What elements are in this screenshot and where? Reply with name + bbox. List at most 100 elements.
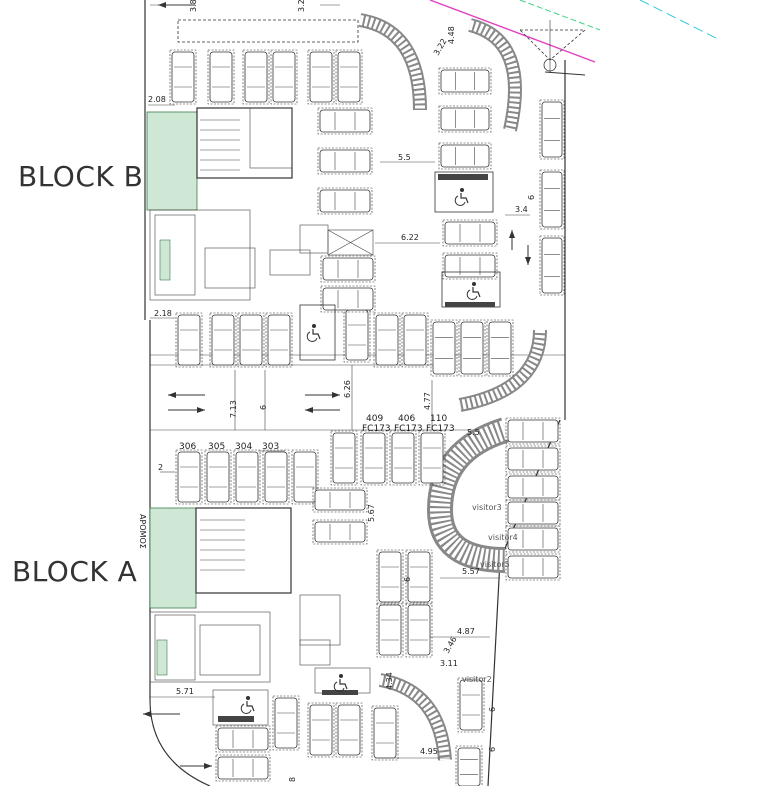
parking-space <box>242 49 270 105</box>
ramp-top <box>358 13 522 132</box>
parking-space <box>371 705 399 761</box>
dim-label: 6.22 <box>401 233 419 242</box>
parking-space <box>376 549 404 605</box>
parking-space <box>373 312 401 368</box>
dim-label: 8 <box>288 777 297 782</box>
dim-label: 6.26 <box>343 380 352 398</box>
accessible-parking-icon <box>454 188 469 206</box>
dim-label: 4.34 <box>385 672 394 690</box>
dim-label: 5.5 <box>398 153 411 162</box>
parking-space <box>207 49 235 105</box>
dim-label: 6 <box>527 195 536 200</box>
dim-label: 6 <box>488 747 497 752</box>
landscape-area-b <box>146 111 198 211</box>
dim-label: 6 <box>259 405 268 410</box>
fc-label: FC173 <box>362 424 391 434</box>
visitor-labels: visitor3 visitor4 visitor5 visitor2 <box>462 503 518 684</box>
dim-label: 2.08 <box>148 95 166 104</box>
traffic-arrow-icon <box>168 407 205 413</box>
parking-space <box>204 449 232 505</box>
traffic-arrow-icon <box>180 763 212 769</box>
parking-space <box>438 67 492 95</box>
parking-space <box>320 285 376 313</box>
visitor-label: visitor3 <box>472 503 502 512</box>
dim-label: 4.87 <box>457 627 475 636</box>
visitor-label: visitor4 <box>488 533 518 542</box>
parking-space <box>317 147 373 175</box>
parking-space <box>237 312 265 368</box>
parking-space <box>335 49 363 105</box>
traffic-arrow-icon <box>168 392 205 398</box>
ramp-bottom <box>378 673 452 761</box>
parking-space <box>418 430 446 486</box>
parking-space <box>455 745 483 786</box>
parking-space <box>376 602 404 658</box>
space-number: 409 <box>366 414 383 424</box>
parking-space <box>262 449 290 505</box>
service-core-a <box>149 507 371 726</box>
fc-label: FC173 <box>394 424 423 434</box>
parking-space <box>312 487 368 513</box>
dimension-lines <box>148 4 530 759</box>
parking-space <box>330 430 358 486</box>
ramp-mid <box>426 329 547 573</box>
parking-space <box>265 312 293 368</box>
space-labels: 306 305 304 303 409 406 110 FC173 FC173 … <box>179 414 455 452</box>
parking-space <box>317 107 373 135</box>
traffic-arrow-icon <box>143 711 180 717</box>
north-arrow-icon <box>519 20 587 72</box>
parking-space <box>307 49 335 105</box>
parking-space <box>343 307 371 363</box>
parking-space <box>539 99 565 160</box>
parking-space <box>430 319 458 377</box>
parking-space <box>458 319 486 377</box>
parking-space <box>405 602 433 658</box>
traffic-arrow-icon <box>305 407 340 413</box>
dim-label: 3.46 <box>442 635 459 655</box>
visitor-label: visitor5 <box>480 560 510 569</box>
stair-a <box>200 519 245 571</box>
parking-space <box>270 49 298 105</box>
parking-space <box>539 235 565 296</box>
traffic-arrow-icon <box>305 392 340 398</box>
parking-space <box>291 449 319 505</box>
accessible-bays <box>240 171 501 714</box>
accessible-parking-icon <box>240 696 255 714</box>
parking-space <box>175 312 203 368</box>
parking-space <box>438 142 492 170</box>
parking-space <box>215 725 271 753</box>
dim-label: 5.5 <box>467 428 480 437</box>
space-number: 304 <box>235 442 252 452</box>
parking-space <box>401 312 429 368</box>
parking-space <box>505 445 561 473</box>
property-boundary <box>429 0 721 76</box>
dim-label: 3.11 <box>440 659 458 668</box>
parking-space <box>215 754 271 782</box>
parking-space <box>505 525 561 553</box>
dim-label: 5.57 <box>462 567 480 576</box>
visitor-label: visitor2 <box>462 675 492 684</box>
space-number: 110 <box>430 414 447 424</box>
space-number: 306 <box>179 442 196 452</box>
dim-label: 6 <box>488 707 497 712</box>
stair-b <box>200 119 240 171</box>
parking-space <box>505 473 561 501</box>
landscape-area-a <box>149 507 197 609</box>
dim-label: 4.95 <box>420 747 438 756</box>
space-number: 406 <box>398 414 415 424</box>
top-bay-outline <box>177 19 359 43</box>
parking-space <box>307 702 335 758</box>
dim-label: 6 <box>403 577 412 582</box>
accessible-parking-icon <box>466 282 481 300</box>
parking-space <box>486 319 514 377</box>
block-b-label: BLOCK B <box>18 160 144 193</box>
dim-label: 2 <box>158 463 163 472</box>
accessible-parking-icon <box>333 674 348 692</box>
parking-space <box>169 49 197 105</box>
dim-label: 3.81 <box>189 0 198 12</box>
dim-label: 3.26 <box>297 0 306 12</box>
dim-label: 4.77 <box>423 392 432 410</box>
parking-space <box>442 219 498 247</box>
vertical-note: ΑΡΟΜΟΣ <box>138 514 147 549</box>
